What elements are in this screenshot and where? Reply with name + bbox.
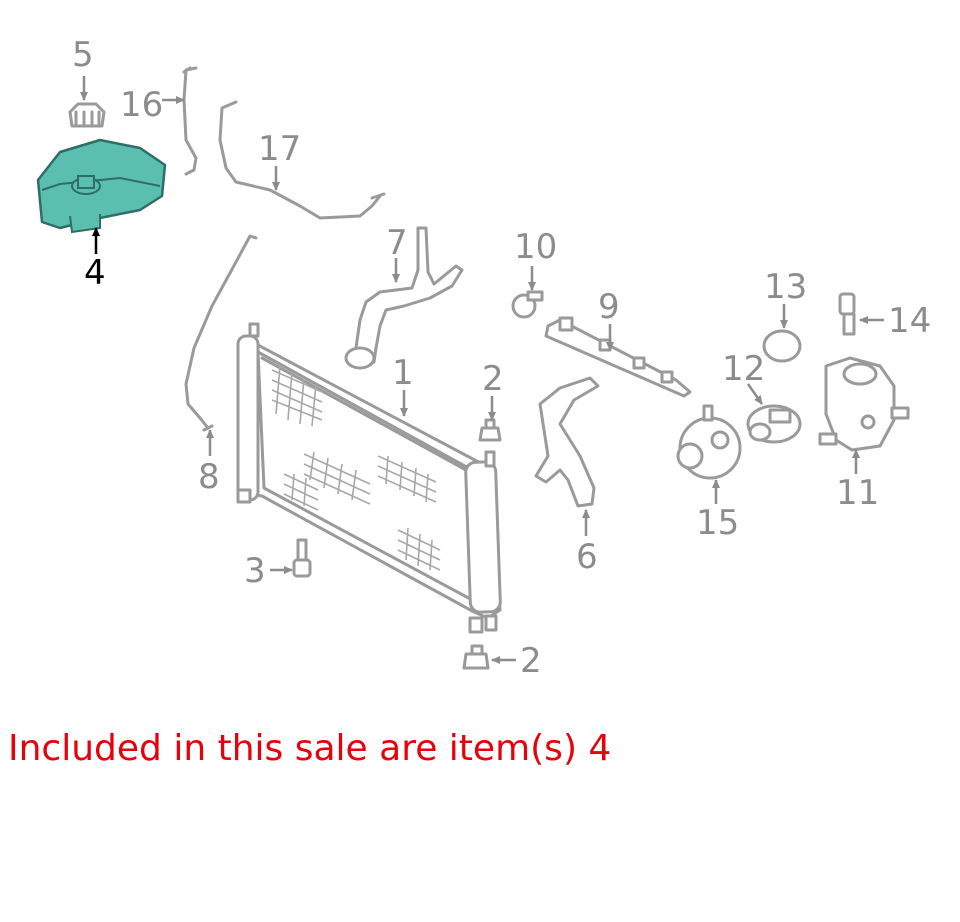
callout-14: 14 xyxy=(888,301,931,341)
callout-10: 10 xyxy=(514,227,557,267)
callout-8: 8 xyxy=(198,457,220,497)
thermostat-housing xyxy=(818,356,910,452)
callout-2-lower: 2 xyxy=(520,641,542,681)
hose-clamp xyxy=(511,290,544,319)
radiator xyxy=(236,322,502,634)
bypass-rail xyxy=(544,316,692,398)
callout-16: 16 xyxy=(120,85,163,125)
hose-16 xyxy=(182,66,198,176)
callout-11: 11 xyxy=(836,473,879,513)
water-pump xyxy=(676,404,742,480)
callout-7: 7 xyxy=(386,223,408,263)
callout-3: 3 xyxy=(244,551,266,591)
callout-9: 9 xyxy=(598,287,620,327)
overflow-pipe xyxy=(218,100,382,220)
lower-hose xyxy=(184,234,258,430)
radiator-mount-lower xyxy=(462,644,490,670)
parts-diagram: 5 4 16 17 7 1 8 2 3 2 6 10 9 13 12 14 11… xyxy=(36,35,931,681)
coolant-reservoir-highlighted xyxy=(36,138,167,234)
callout-12: 12 xyxy=(722,349,765,389)
callout-1: 1 xyxy=(392,353,414,393)
temperature-sensor xyxy=(838,292,856,336)
callout-15: 15 xyxy=(696,503,739,543)
reservoir-cap xyxy=(68,102,106,128)
thermostat xyxy=(746,404,802,444)
callout-2-upper: 2 xyxy=(482,359,504,399)
drain-plug xyxy=(292,538,312,578)
callout-4: 4 xyxy=(84,253,106,293)
callout-6: 6 xyxy=(576,537,598,577)
radiator-mount-upper xyxy=(478,418,502,442)
callout-5: 5 xyxy=(72,35,94,75)
o-ring xyxy=(762,329,802,363)
sale-caption: Included in this sale are item(s) 4 xyxy=(8,728,612,769)
callout-17: 17 xyxy=(258,129,301,169)
upper-hose xyxy=(344,226,464,370)
callout-13: 13 xyxy=(764,267,807,307)
hose-6 xyxy=(534,376,600,508)
